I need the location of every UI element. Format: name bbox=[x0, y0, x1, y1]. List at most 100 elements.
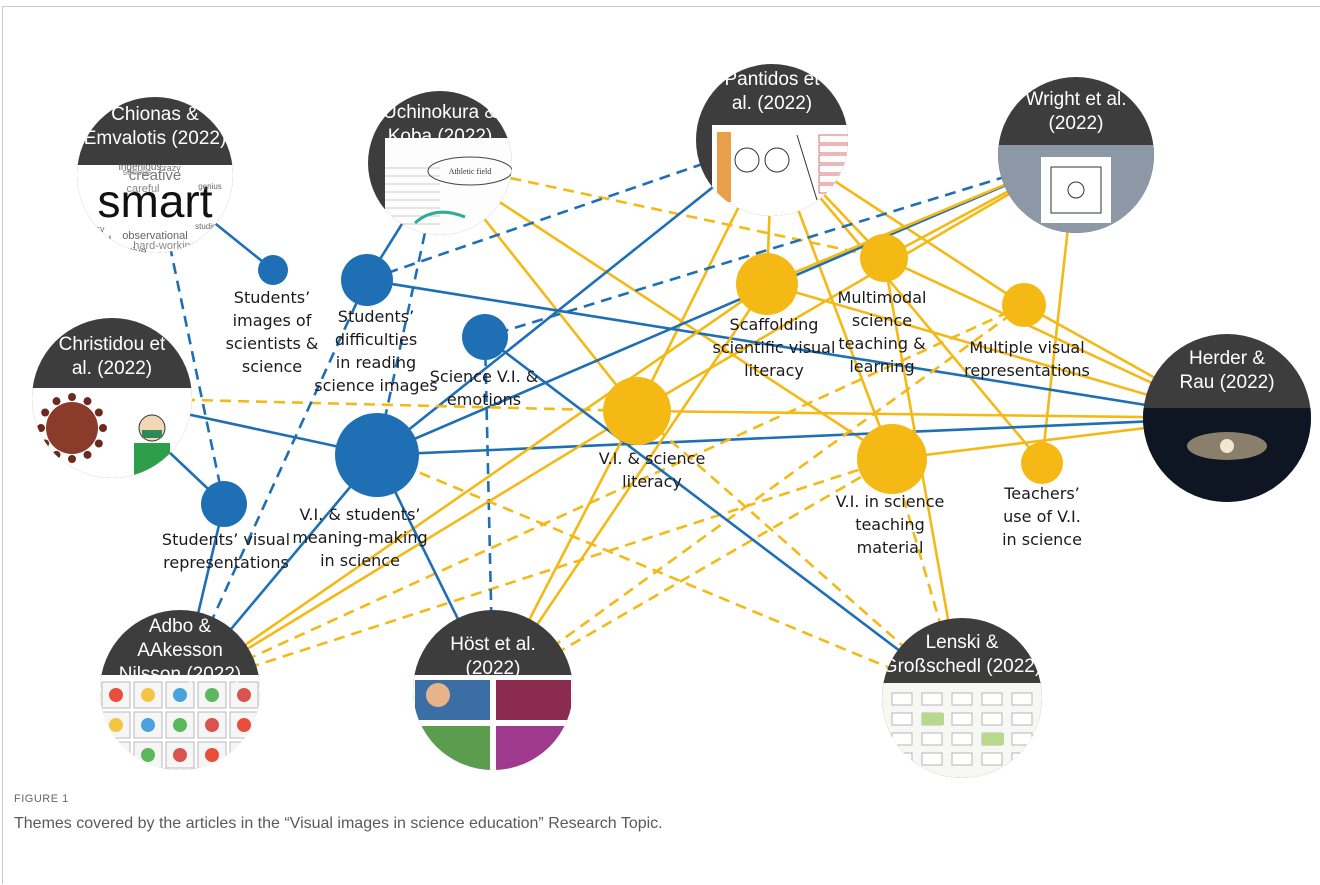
article-title: Nilsson (2022) bbox=[119, 664, 242, 685]
theme-label: Multimodal bbox=[838, 288, 927, 307]
link-host-t_multiple bbox=[492, 303, 1025, 692]
theme-label: learning bbox=[849, 357, 914, 376]
word-cloud-word: serious bbox=[122, 167, 152, 177]
article-title: Rau (2022) bbox=[1179, 372, 1274, 393]
article-title: al. (2022) bbox=[72, 358, 152, 379]
theme-label: representations bbox=[964, 361, 1090, 380]
theme-label: Scaffolding bbox=[730, 315, 819, 334]
links-layer bbox=[111, 138, 1228, 700]
virus-drawing-thumbnail bbox=[32, 388, 192, 478]
link-adbo-t_scaffold bbox=[179, 282, 768, 692]
theme-dot bbox=[335, 413, 419, 497]
article-node-christidou: Christidou et al. (2022) bbox=[32, 318, 192, 478]
word-cloud-word: good bbox=[89, 235, 111, 246]
theme-dot bbox=[1021, 442, 1063, 484]
theme-dot bbox=[341, 254, 393, 306]
theme-label: science images bbox=[314, 376, 437, 395]
article-title: Herder & bbox=[1189, 348, 1265, 369]
sketch-thumbnail: Athletic field bbox=[385, 138, 512, 235]
theme-label: literacy bbox=[622, 472, 682, 491]
theme-label: V.I. in science bbox=[836, 492, 945, 511]
theme-label: science bbox=[242, 357, 302, 376]
article-title: Lenski & bbox=[926, 632, 999, 653]
theme-label: difficulties bbox=[335, 330, 417, 349]
theme-label: Students’ bbox=[234, 288, 310, 307]
link-christidou-t_literacy bbox=[111, 396, 638, 413]
theme-label: in science bbox=[1002, 530, 1082, 549]
theme-label: Students’ visual bbox=[162, 530, 290, 549]
theme-dot bbox=[462, 314, 508, 360]
article-title: Chionas & bbox=[111, 104, 199, 125]
flowchart-thumbnail bbox=[882, 683, 1042, 778]
word-cloud-word: busy bbox=[85, 224, 105, 234]
theme-label: use of V.I. bbox=[1003, 507, 1081, 526]
micrographs-thumbnail bbox=[413, 675, 573, 770]
link-wright-t_emotions bbox=[484, 153, 1077, 339]
theme-node-multiple: Multiple visual representations bbox=[964, 283, 1090, 380]
theme-dot bbox=[857, 424, 927, 494]
theme-label: material bbox=[857, 538, 924, 557]
theme-node-emotions: Science V.I. &emotions bbox=[430, 314, 538, 409]
article-node-herder: Herder & Rau (2022) bbox=[1143, 334, 1311, 502]
word-cloud-word: ingenious bbox=[119, 162, 162, 173]
link-herder-t_meaning bbox=[376, 416, 1228, 457]
article-title: Christidou et bbox=[59, 334, 166, 355]
theme-label: V.I. & students’ bbox=[299, 505, 420, 524]
theme-label: Science V.I. & bbox=[430, 367, 538, 386]
space-scene-thumbnail bbox=[1143, 408, 1311, 502]
article-title: Emvalotis (2022) bbox=[84, 128, 227, 149]
theme-dot bbox=[201, 481, 247, 527]
article-title: Uchinokura & bbox=[383, 102, 497, 123]
article-title: Pantidos et bbox=[724, 69, 820, 90]
theme-label: scientific visual bbox=[713, 338, 836, 357]
theme-label: V.I. & science bbox=[599, 449, 706, 468]
theme-label: meaning-making bbox=[292, 528, 427, 547]
word-cloud-word: studious bbox=[195, 222, 225, 231]
theme-node-teachers: Teachers’ use of V.I. in science bbox=[1002, 442, 1082, 549]
article-title: Höst et al. bbox=[450, 634, 536, 655]
theme-label: Students’ bbox=[338, 307, 414, 326]
sketch-label: Athletic field bbox=[449, 167, 491, 176]
photo-collage-thumbnail bbox=[998, 145, 1154, 233]
link-lenski-t_meaning bbox=[376, 453, 963, 700]
theme-label: in reading bbox=[336, 353, 416, 372]
article-title: (2022) bbox=[466, 658, 521, 679]
article-node-host: Höst et al. (2022) bbox=[413, 610, 573, 770]
figure-caption: Themes covered by the articles in the “V… bbox=[14, 815, 663, 832]
theme-label: literacy bbox=[744, 361, 804, 380]
theme-label: teaching & bbox=[838, 334, 925, 353]
article-title: AAkesson bbox=[137, 640, 223, 661]
link-herder-t_difficulties bbox=[366, 278, 1228, 420]
word-cloud-word: genius bbox=[198, 182, 222, 191]
article-title: Wright et al. bbox=[1025, 89, 1126, 110]
theme-dot bbox=[860, 234, 908, 282]
word-cloud-word: smart bbox=[98, 175, 213, 227]
article-node-wright: Wright et al. (2022) bbox=[998, 77, 1154, 233]
theme-node-difficulties: Students’ difficulties in reading science i… bbox=[314, 254, 438, 395]
theme-dot bbox=[1002, 283, 1046, 327]
article-title: (2022) bbox=[1049, 113, 1104, 134]
word-cloud-word: crazy bbox=[159, 163, 181, 173]
theme-label: Multiple visual bbox=[969, 338, 1084, 357]
article-title: Koba (2022) bbox=[388, 126, 493, 147]
article-title: al. (2022) bbox=[732, 93, 812, 114]
theme-node-scaffold: Scaffolding scientific visual literacy bbox=[713, 253, 836, 380]
word-cloud-word: observational bbox=[122, 230, 187, 242]
link-uchinokura-t_material bbox=[439, 161, 893, 461]
theme-label: images of bbox=[233, 311, 312, 330]
theme-label: Teachers’ bbox=[1003, 484, 1079, 503]
article-title: Großschedl (2022) bbox=[883, 656, 1041, 677]
theme-dot bbox=[603, 377, 671, 445]
word-cloud-word: creative bbox=[129, 167, 182, 184]
link-adbo-t_literacy bbox=[179, 409, 638, 692]
